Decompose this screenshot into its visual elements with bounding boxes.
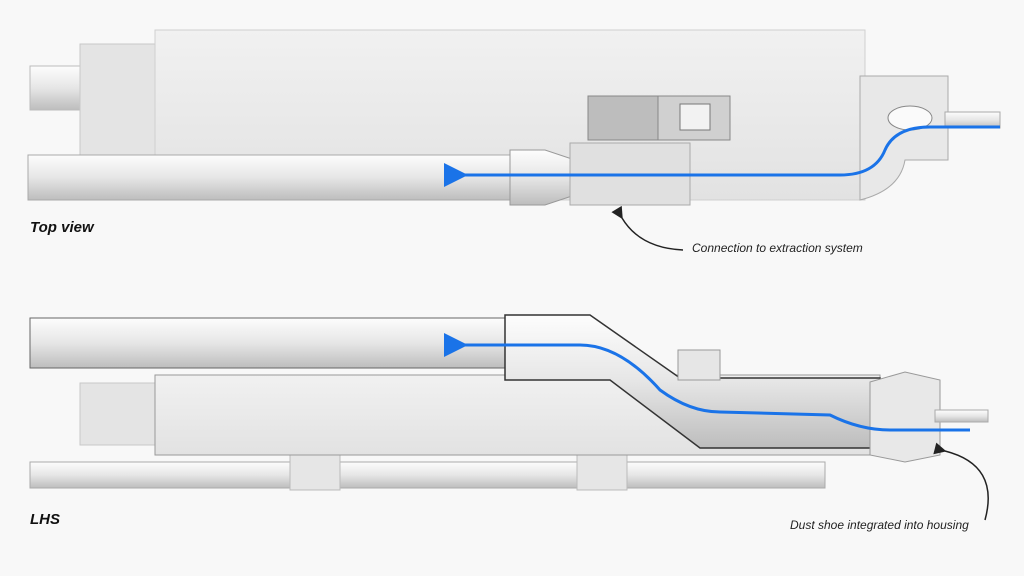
spindle-housing — [869, 371, 941, 463]
clamp — [289, 454, 341, 491]
annotation-arrow-top — [611, 205, 684, 251]
side-view-label: LHS — [30, 511, 60, 528]
spindle-shaft — [934, 409, 989, 423]
airflow-arrow-top — [444, 125, 1000, 187]
top-view-assembly — [27, 29, 1001, 251]
nozzle — [509, 149, 576, 206]
bracket — [677, 349, 721, 381]
extraction-pipe — [29, 317, 511, 369]
extraction-annotation: Connection to extraction system — [692, 241, 863, 255]
dust-shoe-annotation: Dust shoe integrated into housing — [790, 518, 969, 532]
airflow-arrow-side — [444, 333, 970, 432]
top-view-label: Top view — [30, 219, 94, 236]
left-block — [79, 382, 161, 446]
extraction-pipe — [27, 154, 519, 201]
side-view-assembly — [29, 314, 989, 521]
spindle-housing — [859, 75, 949, 201]
clamp — [576, 454, 628, 491]
rail — [29, 461, 826, 489]
annotation-arrow-side — [933, 442, 989, 521]
motor-cap — [679, 103, 711, 131]
motor-mount — [587, 95, 659, 141]
